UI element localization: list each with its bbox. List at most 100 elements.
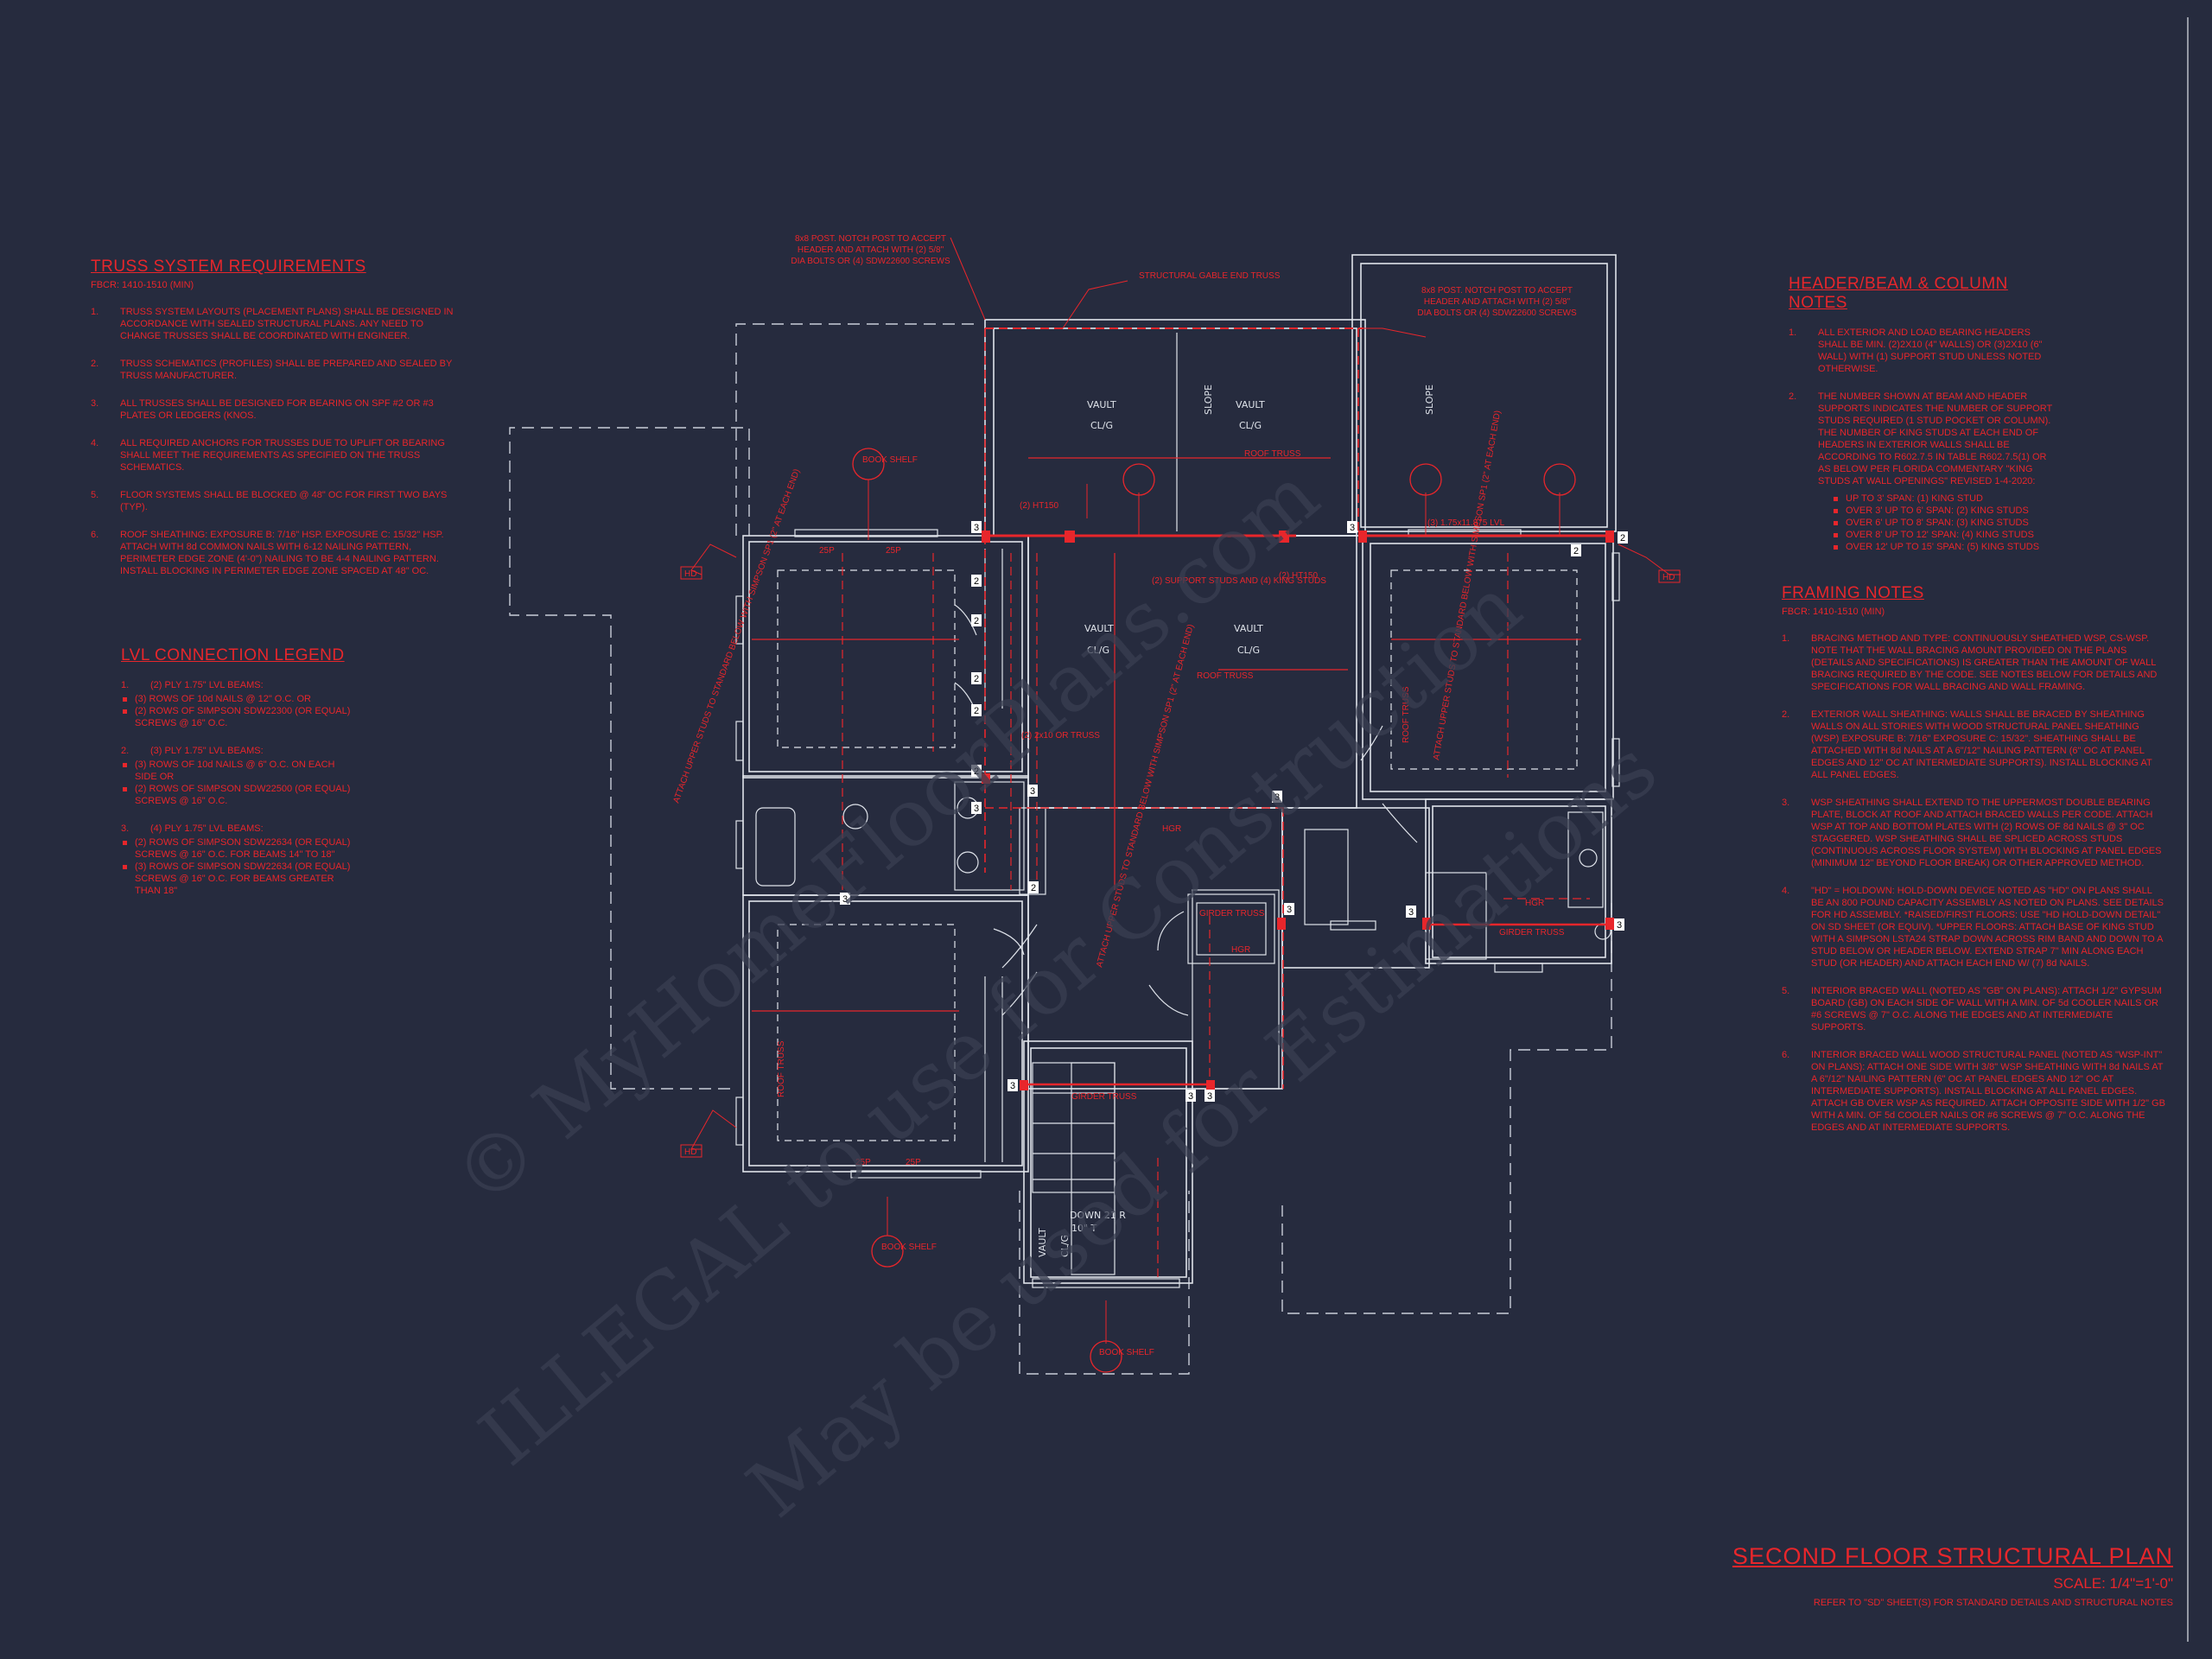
lvl-group-head: 2.(3) PLY 1.75" LVL BEAMS:	[121, 745, 354, 757]
callout-box	[1028, 881, 1039, 893]
note-text: "HD" = HOLDOWN: HOLD-DOWN DEVICE NOTED A…	[1811, 886, 2164, 969]
callout-digit: 3	[974, 804, 979, 814]
lvl-bullet: (2) ROWS OF SIMPSON SDW22634 (OR EQUAL) …	[121, 836, 354, 861]
slope-label-2: SLOPE	[1424, 385, 1435, 415]
callout-number: 2	[971, 575, 982, 587]
callout-box	[971, 765, 982, 777]
header-notes: HEADER/BEAM & COLUMN NOTES 1.ALL EXTERIO…	[1789, 275, 2061, 553]
callout-digit: 2	[1573, 546, 1579, 556]
callout-number: 3	[971, 802, 982, 814]
vault-label-3: VAULT	[1084, 623, 1114, 634]
callout-box	[1205, 1090, 1215, 1102]
lvl-bullet: (3) ROWS OF 10d NAILS @ 12" O.C. OR	[121, 693, 354, 705]
callout-box	[1614, 918, 1624, 931]
king-stud-item: OVER 8' UP TO 12' SPAN: (4) KING STUDS	[1832, 529, 2061, 541]
structural-gable-label: STRUCTURAL GABLE END TRUSS	[1139, 271, 1281, 281]
vault-label-1: VAULT	[1087, 399, 1116, 410]
note-number: 2.	[1789, 391, 1797, 402]
note-text: THE NUMBER SHOWN AT BEAM AND HEADER SUPP…	[1818, 391, 2052, 486]
note-item: 4. ALL REQUIRED ANCHORS FOR TRUSSES DUE T…	[91, 437, 467, 474]
callout-number: 3	[1007, 1079, 1018, 1091]
callout-number: 3	[1027, 785, 1038, 797]
note-number: 3.	[121, 823, 130, 834]
vault-label-5: VAULT	[1037, 1228, 1048, 1257]
down-label: DOWN 21 R	[1070, 1210, 1126, 1221]
drawing-title: SECOND FLOOR STRUCTURAL PLAN	[1732, 1543, 2173, 1569]
framing-notes: FRAMING NOTES FBCR: 1410-1510 (MIN) 1.BR…	[1782, 584, 2166, 1149]
note-number: 1.	[1782, 633, 1790, 644]
callout-digit: 2	[974, 674, 979, 684]
clg-label-5: CL/G	[1059, 1235, 1071, 1257]
girder-truss-label-1: GIRDER TRUSS	[1199, 909, 1265, 918]
callout-box	[1406, 906, 1416, 918]
truss-notes-list: 1.TRUSS SYSTEM LAYOUTS (PLACEMENT PLANS)…	[91, 306, 467, 577]
callout-digit: 3	[1207, 1091, 1212, 1102]
hgr-label-2: HGR	[1231, 945, 1250, 955]
note-text: ROOF SHEATHING: EXPOSURE B: 7/16" HSP. E…	[120, 530, 444, 576]
note-item: 1. BRACING METHOD AND TYPE: CONTINUOUSLY …	[1782, 632, 2166, 693]
note-text: EXTERIOR WALL SHEATHING: WALLS SHALL BE …	[1811, 709, 2152, 780]
note-number: 6.	[1782, 1050, 1790, 1060]
callout-digit: 2	[974, 706, 979, 716]
height-label-1: 25P	[819, 546, 835, 556]
book-shelf-tag-2: BOOK SHELF	[881, 1243, 937, 1252]
callout-box	[971, 521, 982, 533]
callout-number: 2	[1571, 544, 1581, 556]
note-text: TRUSS SYSTEM LAYOUTS (PLACEMENT PLANS) S…	[120, 307, 454, 341]
callout-number: 2	[971, 765, 982, 777]
callout-box	[1618, 531, 1628, 543]
lvl-group: 2.(3) PLY 1.75" LVL BEAMS: (3) ROWS OF 10…	[121, 745, 354, 807]
note-item: 5. FLOOR SYSTEMS SHALL BE BLOCKED @ 48" O…	[91, 489, 467, 513]
note-number: 3.	[1782, 798, 1790, 808]
note-item: 2.EXTERIOR WALL SHEATHING: WALLS SHALL B…	[1782, 709, 2166, 781]
roof-truss-label-4: ROOF TRUSS	[1402, 686, 1411, 743]
callout-box	[840, 893, 850, 905]
roof-outline	[509, 323, 1612, 1375]
clg-label-4: CL/G	[1237, 645, 1260, 656]
clg-label-3: CL/G	[1087, 645, 1109, 656]
callout-box	[1284, 903, 1294, 915]
note-item: 6. ROOF SHEATHING: EXPOSURE B: 7/16" HSP.…	[91, 529, 467, 577]
girder-truss-label-3: GIRDER TRUSS	[1499, 928, 1565, 938]
lvl-legend-list: 1.(2) PLY 1.75" LVL BEAMS:(3) ROWS OF 10…	[121, 679, 354, 897]
vault-label-2: VAULT	[1236, 399, 1265, 410]
header-notes-title: HEADER/BEAM & COLUMN NOTES	[1789, 275, 2008, 312]
note-number: 5.	[91, 490, 99, 500]
note-text: WSP SHEATHING SHALL EXTEND TO THE UPPERM…	[1811, 798, 2162, 868]
height-label-4: 25P	[906, 1158, 921, 1167]
note-text: BRACING METHOD AND TYPE: CONTINUOUSLY SH…	[1811, 633, 2158, 692]
circle-tags	[852, 448, 1576, 1373]
lvl-bullet-list: (3) ROWS OF 10d NAILS @ 6" O.C. ON EACH …	[121, 759, 354, 807]
callout-digit: 3	[1287, 905, 1292, 915]
note-number: 4.	[91, 438, 99, 448]
lvl-bullet: (3) ROWS OF 10d NAILS @ 6" O.C. ON EACH …	[121, 759, 354, 783]
note-item: 5.INTERIOR BRACED WALL (NOTED AS "GB" ON…	[1782, 985, 2166, 1033]
note-number: 6.	[91, 530, 99, 540]
lvl-group: 3.(4) PLY 1.75" LVL BEAMS:(2) ROWS OF SI…	[121, 823, 354, 897]
header-notes-list: 1.ALL EXTERIOR AND LOAD BEARING HEADERS …	[1789, 327, 2061, 487]
callout-number: 2	[971, 672, 982, 684]
plan-text-white: VAULT CL/G VAULT CL/G VAULT CL/G VAULT C…	[1037, 385, 1435, 1257]
attach-upper-label-2: ATTACH UPPER STUDS TO STANDARD BELOW WIT…	[1095, 623, 1196, 969]
lvl-group-title: (3) PLY 1.75" LVL BEAMS:	[150, 746, 264, 756]
note-text: ALL REQUIRED ANCHORS FOR TRUSSES DUE TO …	[120, 438, 445, 473]
attach-upper-label-1: ATTACH UPPER STUDS TO STANDARD BELOW WIT…	[671, 467, 802, 804]
lvl-header-label: (3) 1.75x11.875 LVL	[1427, 518, 1505, 528]
note-number: 1.	[121, 680, 130, 690]
callout-digit: 3	[1188, 1091, 1193, 1102]
callout-digit: 3	[1030, 786, 1035, 797]
drawing-scale: SCALE: 1/4"=1'-0"	[2053, 1575, 2173, 1592]
hgr-label-3: HGR	[1162, 824, 1181, 834]
attach-upper-label-3: ATTACH UPPER STUDS TO STANDARD BELOW WIT…	[1432, 410, 1503, 760]
callout-box	[971, 704, 982, 716]
note-text: INTERIOR BRACED WALL (NOTED AS "GB" ON P…	[1811, 986, 2162, 1033]
callout-box	[971, 672, 982, 684]
callout-digit: 2	[974, 576, 979, 587]
lvl-bullet: (2) ROWS OF SIMPSON SDW22300 (OR EQUAL) …	[121, 705, 354, 729]
support-king-label: (2) SUPPORT STUDS AND (4) KING STUDS	[1152, 576, 1326, 586]
note-number: 1.	[1789, 327, 1797, 338]
callout-number: 3	[1272, 791, 1282, 803]
note-text: FLOOR SYSTEMS SHALL BE BLOCKED @ 48" OC …	[120, 490, 448, 512]
